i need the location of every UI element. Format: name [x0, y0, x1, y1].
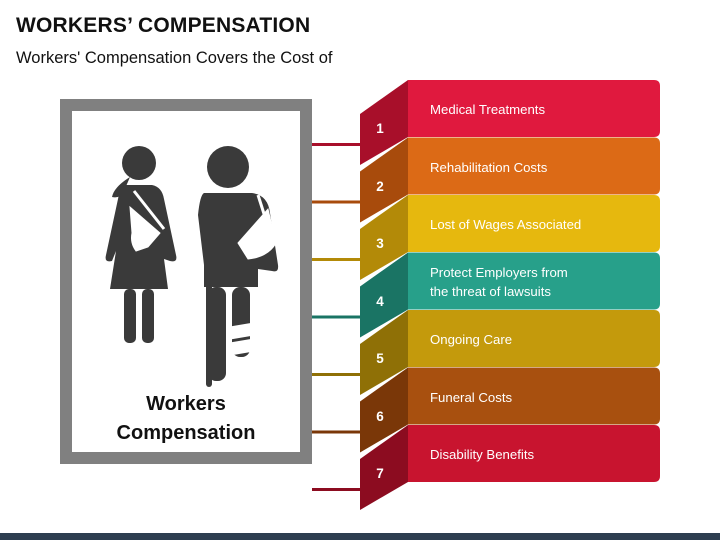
benefit-label: Ongoing Care: [430, 330, 655, 349]
connector-line: [312, 430, 362, 434]
benefit-number: 3: [376, 236, 384, 251]
number-tab: [360, 252, 408, 338]
benefit-label-line: Ongoing Care: [430, 332, 513, 347]
benefit-bar: [408, 425, 660, 482]
benefit-bar: [408, 310, 660, 367]
footer-bar: [0, 533, 720, 540]
benefit-label: Disability Benefits: [430, 445, 655, 464]
page-subtitle: Workers' Compensation Covers the Cost of: [16, 49, 333, 67]
frame-caption-line1: Workers: [146, 393, 226, 415]
benefit-label-line: Medical Treatments: [430, 102, 546, 117]
benefit-label-line: Rehabilitation Costs: [430, 159, 548, 175]
benefit-label: Rehabilitation Costs: [430, 158, 655, 177]
number-tab: [360, 195, 408, 280]
benefit-label-line: Protect Employers from: [430, 265, 568, 280]
connector-line: [312, 258, 362, 261]
benefit-label: Funeral Costs: [430, 388, 655, 407]
benefit-label-line: the threat of lawsuits: [430, 284, 551, 299]
connector-line: [312, 315, 362, 319]
benefit-bar: [408, 367, 660, 425]
benefit-bar: [408, 195, 660, 252]
benefit-number: 4: [376, 293, 384, 309]
benefit-bar: [408, 137, 660, 195]
benefit-number: 7: [376, 466, 384, 481]
benefit-number: 1: [376, 121, 384, 136]
number-tab: [360, 80, 408, 165]
benefit-label-line: Funeral Costs: [430, 389, 513, 405]
number-tab: [360, 367, 408, 453]
picture-frame: Workers Compensation: [60, 99, 312, 464]
connector-line: [312, 143, 362, 146]
page-title: WORKERS’ COMPENSATION: [16, 14, 311, 37]
frame-caption-line2: Compensation: [116, 422, 256, 444]
frame-caption: Workers Compensation: [72, 390, 300, 448]
benefit-label: Medical Treatments: [430, 100, 655, 119]
benefit-label: Lost of Wages Associated: [430, 215, 655, 234]
benefit-label-line: Lost of Wages Associated: [430, 217, 582, 232]
number-tab: [360, 137, 408, 223]
number-tab: [360, 425, 408, 510]
benefit-number: 6: [376, 408, 384, 424]
injured-workers-icon: [105, 146, 279, 387]
benefit-label: Protect Employers from the threat of laws…: [430, 263, 655, 301]
number-tab: [360, 310, 408, 395]
benefit-bar: [408, 80, 660, 137]
connector-line: [312, 200, 362, 204]
benefit-bar: [408, 252, 660, 310]
connector-line: [312, 488, 362, 491]
connector-line: [312, 373, 362, 376]
benefit-number: 2: [376, 178, 384, 194]
benefit-label-line: Disability Benefits: [430, 447, 535, 462]
benefit-number: 5: [376, 351, 384, 366]
